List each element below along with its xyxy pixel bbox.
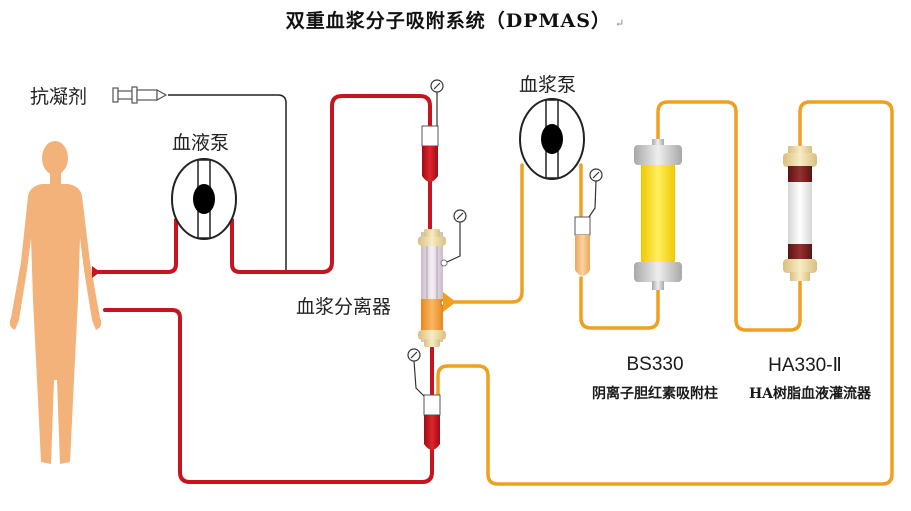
drip-chamber-arterial: [421, 125, 439, 182]
return-mark: ↵: [615, 17, 626, 30]
ha330-column: [783, 146, 817, 281]
anticoagulant-line: [168, 94, 287, 272]
pressure-gauge-icon: [588, 168, 603, 218]
bs330-model-label: BS330: [626, 354, 684, 375]
bs330-description: 阴离子胆红素吸附柱: [592, 386, 718, 402]
plasma-separator-cartridge: [418, 229, 456, 347]
plasma-line: [436, 100, 894, 486]
ha330-description: HA树脂血液灌流器: [748, 386, 872, 402]
pressure-gauge-icon: [430, 79, 444, 126]
pressure-gauge-icon: [446, 209, 467, 263]
plasma-pump-label: 血浆泵: [519, 74, 577, 96]
plasma-separator-label: 血浆分离器: [296, 296, 392, 318]
blood-pump-icon: [171, 158, 237, 240]
anticoagulant-label: 抗凝剂: [30, 86, 88, 108]
human-body: [9, 141, 102, 464]
syringe-icon: [112, 86, 168, 104]
body-connection-point: [92, 266, 100, 278]
diagram-title: 双重血浆分子吸附系统（DPMAS）↵: [0, 6, 911, 33]
bs330-column: [634, 139, 682, 290]
drip-chamber-plasma: [574, 216, 591, 276]
drip-chamber-venous: [423, 394, 441, 450]
pressure-gauge-icon: [407, 348, 425, 397]
blood-line-venous: [103, 308, 434, 484]
blood-line-arterial: [94, 94, 432, 274]
plasma-pump-icon: [519, 98, 585, 180]
blood-pump-label: 血液泵: [172, 132, 230, 154]
title-text: 双重血浆分子吸附系统（DPMAS）: [285, 10, 612, 32]
ha330-model-label: HA330-Ⅱ: [768, 355, 842, 376]
